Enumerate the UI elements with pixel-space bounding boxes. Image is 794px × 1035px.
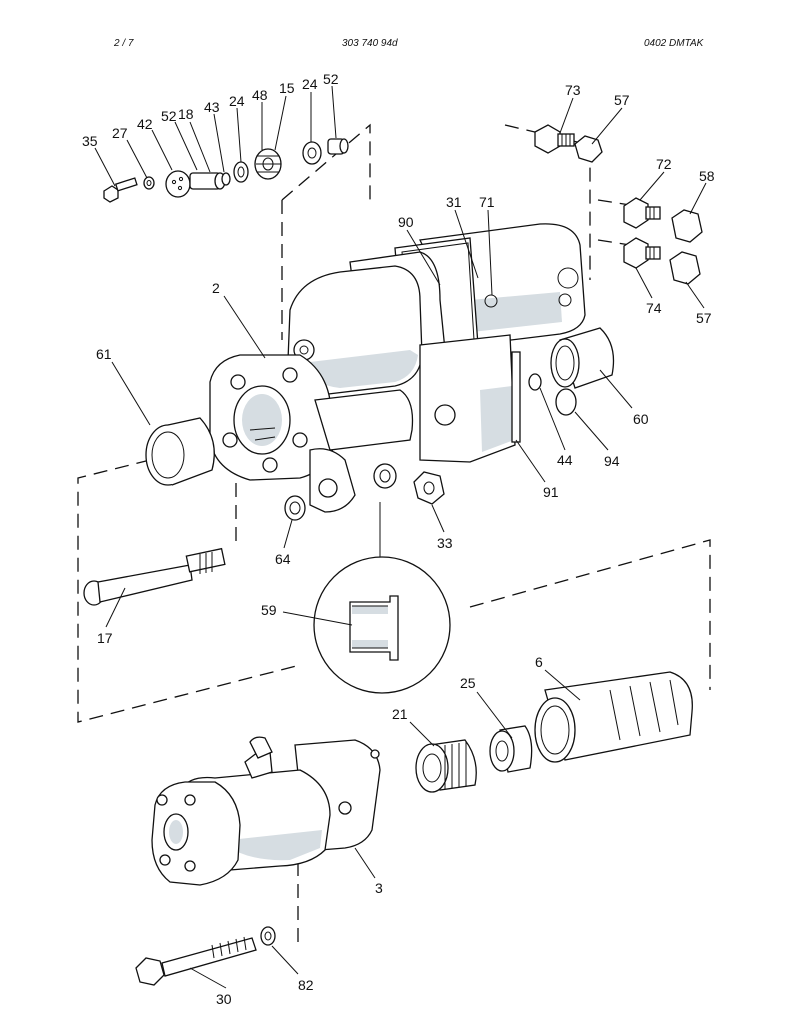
callout-91: 91	[543, 484, 559, 500]
callout-72: 72	[656, 156, 672, 172]
header-page-number: 2 / 7	[114, 38, 134, 49]
callout-64: 64	[275, 551, 291, 567]
callout-44: 44	[557, 452, 573, 468]
callout-94: 94	[604, 453, 620, 469]
callout-71: 71	[479, 194, 495, 210]
callout-52b: 52	[323, 71, 339, 87]
pump-body	[209, 223, 586, 513]
callout-27: 27	[112, 125, 128, 141]
callout-73: 73	[565, 82, 581, 98]
callout-82: 82	[298, 977, 314, 993]
detail-view-59	[313, 502, 451, 694]
callout-57b: 57	[696, 310, 712, 326]
callout-31: 31	[446, 194, 462, 210]
callout-48: 48	[252, 87, 268, 103]
parts-top-right-fittings	[534, 124, 703, 285]
callout-30: 30	[216, 991, 232, 1007]
callout-35: 35	[82, 133, 98, 149]
callout-60: 60	[633, 411, 649, 427]
parts-top-left	[103, 138, 349, 203]
callout-43: 43	[204, 99, 220, 115]
callout-90: 90	[398, 214, 414, 230]
leader-lines	[94, 85, 707, 989]
callout-58: 58	[699, 168, 715, 184]
callout-15: 15	[279, 80, 295, 96]
header-part-number: 303 740 94d	[342, 38, 398, 49]
callout-57: 57	[614, 92, 630, 108]
lower-assembly	[135, 671, 693, 986]
callout-2: 2	[212, 280, 220, 296]
callout-42: 42	[137, 116, 153, 132]
callout-21: 21	[392, 706, 408, 722]
callout-74: 74	[646, 300, 662, 316]
callout-52: 52	[161, 108, 177, 124]
callout-59: 59	[261, 602, 277, 618]
callout-6: 6	[535, 654, 543, 670]
callout-3: 3	[375, 880, 383, 896]
callout-33: 33	[437, 535, 453, 551]
dashed-assembly-lines	[77, 123, 711, 945]
callout-24: 24	[229, 93, 245, 109]
callout-labels: 35 27 42 52 18 43 24 48 15 24 52 73 57 7…	[82, 71, 715, 1007]
header-revision: 0402 DMTAK	[644, 38, 704, 49]
callout-18: 18	[178, 106, 194, 122]
callout-24b: 24	[302, 76, 318, 92]
callout-17: 17	[97, 630, 113, 646]
callout-61: 61	[96, 346, 112, 362]
loose-parts-mid	[83, 327, 615, 606]
callout-25: 25	[460, 675, 476, 691]
